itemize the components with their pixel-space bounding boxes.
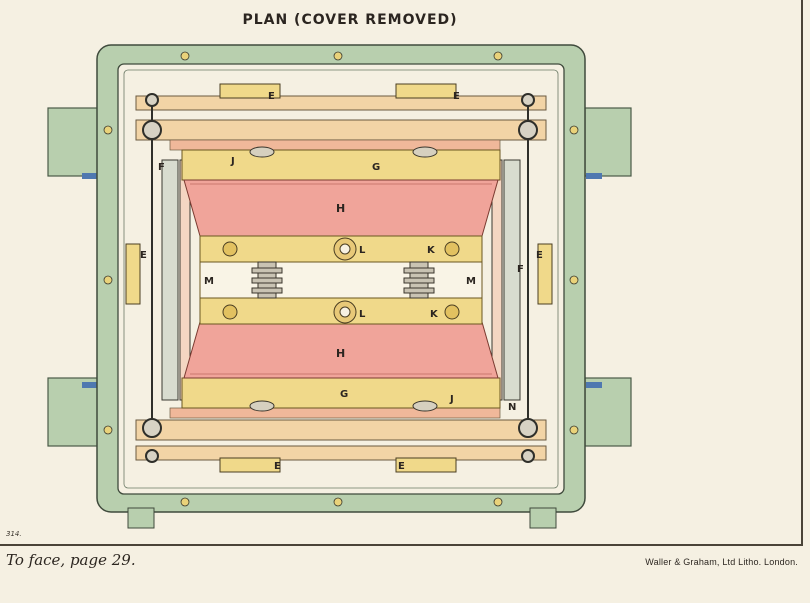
label-h-bottom: H (336, 347, 345, 360)
part-labels: E E E E E E F F G G H H J J K K L L M M … (140, 91, 543, 472)
label-e-top-left: E (268, 91, 275, 102)
label-m-right: M (466, 276, 476, 287)
label-k-bottom: K (430, 309, 439, 320)
plate-border (0, 0, 803, 546)
label-e-bottom-right: E (398, 461, 405, 472)
label-e-left: E (140, 250, 147, 261)
page-caption: To face, page 29. (6, 551, 136, 569)
core-blocks (183, 179, 499, 379)
clamp-nuts (249, 146, 438, 412)
plate-number: 314. (6, 530, 22, 538)
label-m-left: M (204, 276, 214, 287)
label-f-left: F (158, 162, 165, 173)
label-g-bottom: G (340, 389, 348, 400)
label-n: N (508, 402, 516, 413)
drawing-title: PLAN (COVER REMOVED) (242, 12, 458, 28)
label-k-top: K (427, 245, 436, 256)
core-hatching (190, 183, 492, 375)
center-plates (199, 235, 483, 325)
insulators (251, 261, 435, 299)
side-frames (161, 159, 521, 401)
label-f-right: F (517, 264, 524, 275)
printer-imprint: Waller & Graham, Ltd Litho. London. (645, 557, 798, 567)
label-h-top: H (336, 202, 345, 215)
e-brackets (125, 83, 553, 473)
label-e-bottom-left: E (274, 461, 281, 472)
label-j-bottom: J (449, 394, 454, 405)
tie-rods (142, 93, 538, 463)
label-e-top-right: E (453, 91, 460, 102)
flange-bolts (103, 51, 579, 507)
side-supports (47, 107, 632, 447)
label-g-top: G (372, 162, 380, 173)
plate-bolts (222, 237, 460, 324)
label-l-bottom: L (359, 309, 366, 320)
clamping-bars (135, 95, 547, 461)
yoke-bars (181, 149, 501, 409)
label-j-top: J (230, 156, 235, 167)
label-e-right: E (536, 250, 543, 261)
label-l-top: L (359, 245, 366, 256)
